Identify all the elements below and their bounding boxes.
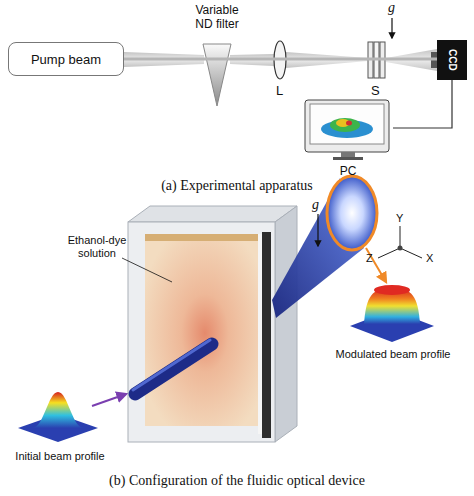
profile-surface	[32, 392, 84, 428]
ccd-camera: CCD	[437, 40, 467, 80]
axis-label: Z	[366, 252, 373, 265]
axis-line	[378, 248, 400, 258]
lens-symbol	[274, 41, 286, 79]
profile-arrow	[366, 248, 386, 282]
gravity-label: g	[388, 0, 395, 16]
subfigure-caption: (a) Experimental apparatus	[0, 178, 474, 194]
subfigure-caption: (b) Configuration of the fluidic optical…	[0, 473, 474, 489]
monitor-stand	[341, 152, 355, 157]
gravity-label: g	[312, 197, 319, 213]
node-text: PC	[303, 164, 393, 178]
sample-cell	[368, 42, 385, 78]
input-beam	[135, 344, 212, 394]
light-source-box: Pump beam	[8, 42, 124, 76]
profile-top	[374, 285, 410, 295]
axis-line	[400, 248, 422, 258]
device-side-face	[275, 206, 297, 442]
screen-plot	[330, 118, 360, 132]
output-beam-spot	[327, 176, 377, 250]
gravity-arrow	[391, 18, 392, 38]
axis-triad	[378, 226, 422, 258]
axis-label: X	[426, 252, 433, 265]
node-text: CCD	[447, 49, 458, 71]
filter-label: Variable ND filter	[186, 4, 248, 32]
nd-filter	[203, 44, 231, 106]
device-front-face	[128, 222, 275, 442]
cell-plate	[380, 42, 385, 78]
profile-label: Modulated beam profile	[328, 348, 458, 361]
solution-label: Ethanol-dye solution	[62, 234, 132, 259]
pc-monitor: PC	[303, 98, 393, 178]
gaussian-profile	[18, 392, 98, 442]
cell-wall	[258, 234, 262, 434]
profile-label: Initial beam profile	[0, 450, 120, 463]
axis-origin	[398, 246, 403, 251]
dye-solution	[145, 240, 258, 426]
solution-surface	[145, 234, 258, 241]
beam-segment	[230, 54, 274, 66]
axis-label: Y	[396, 212, 403, 225]
laser-beam	[124, 58, 437, 61]
lens-label: L	[276, 84, 283, 99]
profile-arrow	[92, 394, 126, 406]
beam-highlight	[133, 340, 210, 390]
cell-plate	[368, 42, 373, 78]
device-top-face	[128, 206, 297, 222]
beam-segment	[286, 52, 368, 68]
flat-top-profile	[350, 285, 434, 342]
sample-label: S	[371, 84, 380, 99]
signal-cable	[393, 80, 452, 128]
monitor-screen	[310, 104, 384, 144]
axis-line	[400, 226, 401, 248]
leader-line	[122, 258, 172, 282]
monitor-body	[305, 100, 389, 152]
node-text: Pump beam	[31, 52, 101, 67]
beam-segment	[386, 49, 437, 71]
monitor-stand	[333, 157, 363, 160]
electrode-strip	[262, 232, 271, 438]
monitor-outline	[303, 98, 393, 162]
beam-segment	[124, 52, 204, 67]
screen-plot	[346, 121, 352, 126]
gravity-arrow	[317, 214, 318, 246]
cell-plate	[374, 42, 379, 78]
